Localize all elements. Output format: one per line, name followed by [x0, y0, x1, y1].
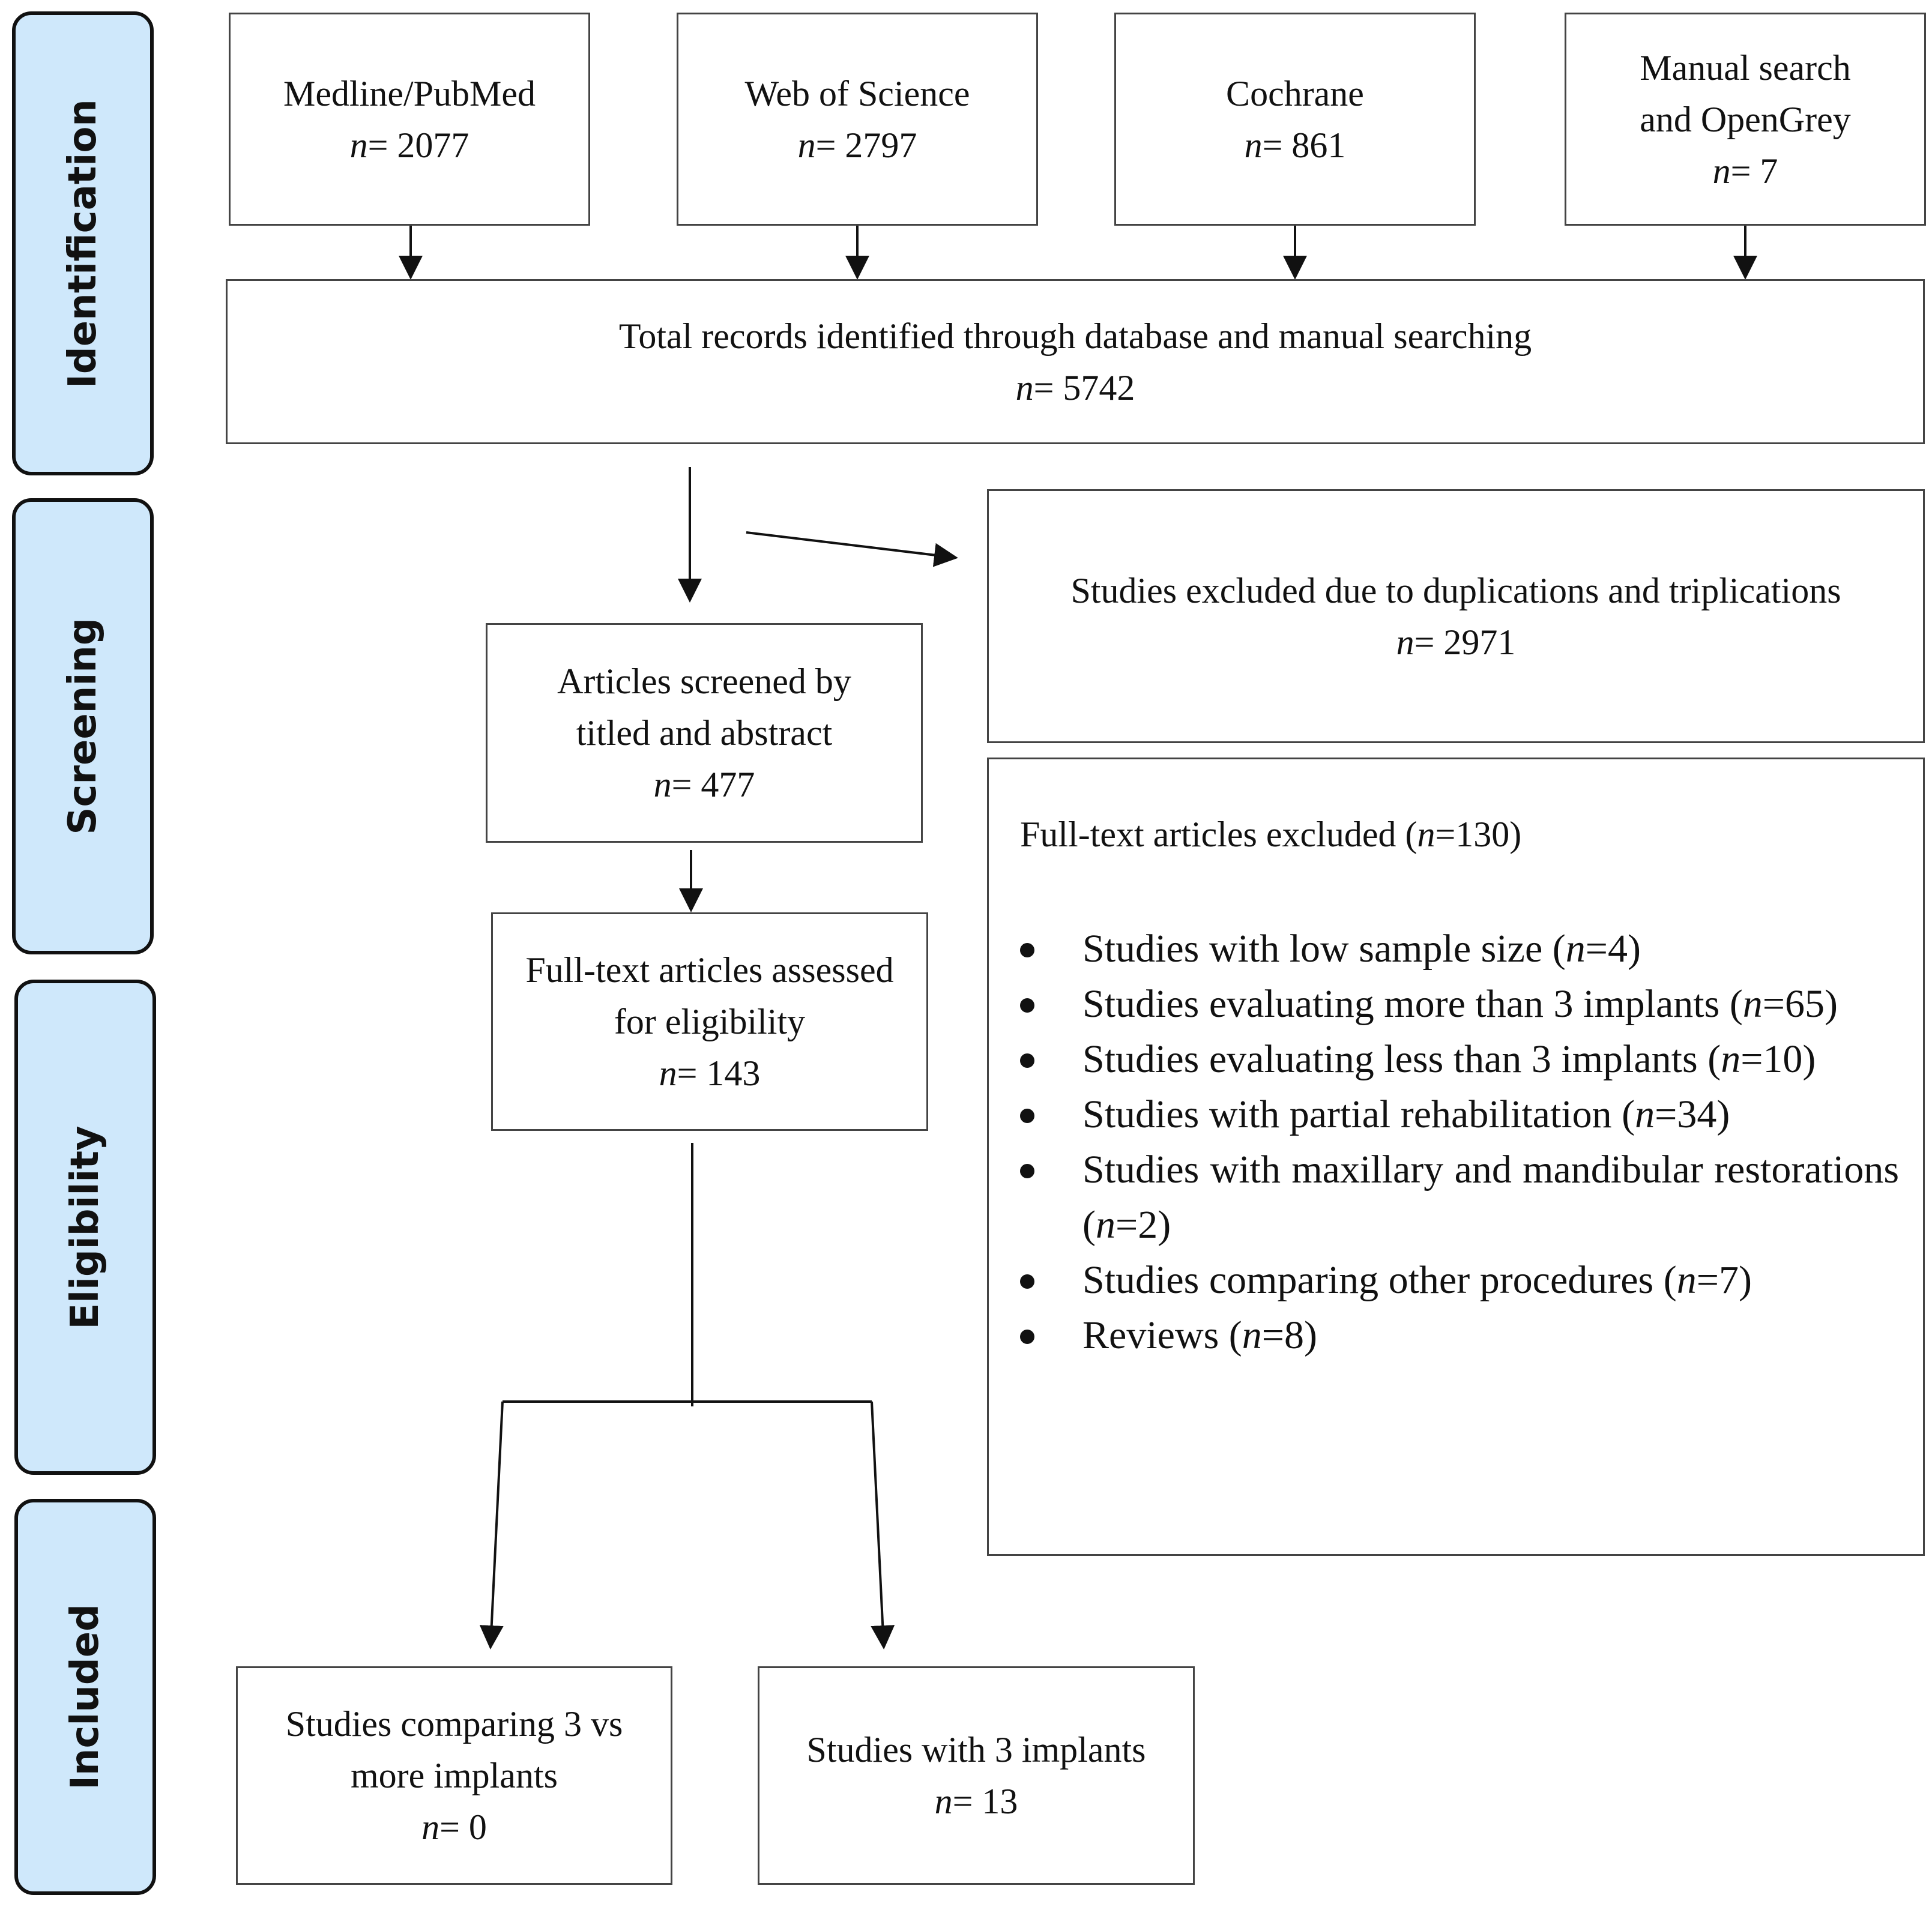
- stage-included: Included: [14, 1499, 156, 1895]
- stage-eligibility-label: Eligibility: [63, 1125, 107, 1330]
- total-records-box: Total records identified through databas…: [226, 279, 1925, 444]
- included-a-line2: more implants: [351, 1756, 558, 1795]
- assessed-count: n= 143: [659, 1053, 761, 1093]
- included-a-count: n= 0: [421, 1807, 487, 1847]
- source-label-line2: and OpenGrey: [1640, 99, 1851, 139]
- bullet-icon: [1020, 1330, 1034, 1344]
- source-cochrane-box: Cochrane n= 861: [1114, 13, 1476, 226]
- bullet-icon: [1020, 1274, 1034, 1289]
- total-label: Total records identified through databas…: [618, 316, 1532, 356]
- assessed-box: Full-text articles assessed for eligibil…: [491, 912, 928, 1131]
- source-manual-search-box: Manual search and OpenGrey n= 7: [1565, 13, 1926, 226]
- included-a-line1: Studies comparing 3 vs: [285, 1704, 623, 1744]
- exclusion-reason: Studies with partial rehabilitation (n=3…: [1020, 1087, 1899, 1142]
- stage-identification: Identification: [12, 11, 154, 475]
- exclusion-reason: Studies comparing other procedures (n=7): [1020, 1253, 1899, 1308]
- bullet-icon: [1020, 998, 1034, 1013]
- assessed-line2: for eligibility: [614, 1002, 806, 1041]
- total-count: n= 5742: [1015, 367, 1135, 408]
- source-count: n= 7: [1712, 151, 1778, 191]
- duplicates-label: Studies excluded due to duplications and…: [1070, 570, 1841, 610]
- arrow-to-included-a: [479, 1401, 504, 1649]
- exclusion-reason: Studies evaluating less than 3 implants …: [1020, 1032, 1899, 1087]
- duplicates-excluded-box: Studies excluded due to duplications and…: [987, 489, 1925, 743]
- assessed-line1: Full-text articles assessed: [525, 950, 894, 990]
- arrow-to-included-b: [871, 1401, 895, 1649]
- screened-box: Articles screened by titled and abstract…: [486, 623, 923, 843]
- exclusion-reason: Studies evaluating more than 3 implants …: [1020, 977, 1899, 1032]
- exclusion-reason: Studies with low sample size (n=4): [1020, 921, 1899, 977]
- stage-identification-label: Identification: [61, 98, 105, 388]
- stage-eligibility: Eligibility: [14, 980, 156, 1475]
- screened-count: n= 477: [653, 765, 755, 804]
- bullet-icon: [1020, 1109, 1034, 1123]
- source-medline-box: Medline/PubMed n= 2077: [229, 13, 590, 226]
- bullet-icon: [1020, 1053, 1034, 1068]
- exclusion-reasons-list: Studies with low sample size (n=4) Studi…: [1020, 921, 1899, 1363]
- fulltext-excluded-heading: Full-text articles excluded (n=130): [1020, 815, 1522, 854]
- source-label: Cochrane: [1226, 73, 1364, 113]
- source-count: n= 2797: [797, 125, 917, 165]
- included-b-line1: Studies with 3 implants: [806, 1730, 1146, 1770]
- source-count: n= 2077: [349, 125, 469, 165]
- screened-line2: titled and abstract: [576, 713, 833, 753]
- included-comparing-box: Studies comparing 3 vs more implants n= …: [236, 1666, 672, 1885]
- bullet-icon: [1020, 943, 1034, 957]
- source-label: Medline/PubMed: [283, 73, 536, 113]
- source-count: n= 861: [1244, 125, 1346, 165]
- stage-included-label: Included: [63, 1604, 107, 1790]
- bullet-icon: [1020, 1164, 1034, 1178]
- exclusion-reason: Studies with maxillary and mandibular re…: [1020, 1142, 1899, 1253]
- included-b-count: n= 13: [934, 1782, 1018, 1821]
- screened-line1: Articles screened by: [557, 661, 851, 701]
- duplicates-count: n= 2971: [1396, 622, 1516, 662]
- exclusion-reason: Reviews (n=8): [1020, 1308, 1899, 1363]
- stage-screening: Screening: [12, 498, 154, 954]
- arrow-to-duplicates: [746, 531, 958, 567]
- stage-screening-label: Screening: [61, 618, 105, 835]
- included-three-implants-box: Studies with 3 implants n= 13: [758, 1666, 1195, 1885]
- source-web-of-science-box: Web of Science n= 2797: [677, 13, 1038, 226]
- source-label: Web of Science: [744, 73, 970, 113]
- source-label-line1: Manual search: [1640, 47, 1851, 88]
- fulltext-excluded-box: Full-text articles excluded (n=130) Stud…: [987, 758, 1925, 1556]
